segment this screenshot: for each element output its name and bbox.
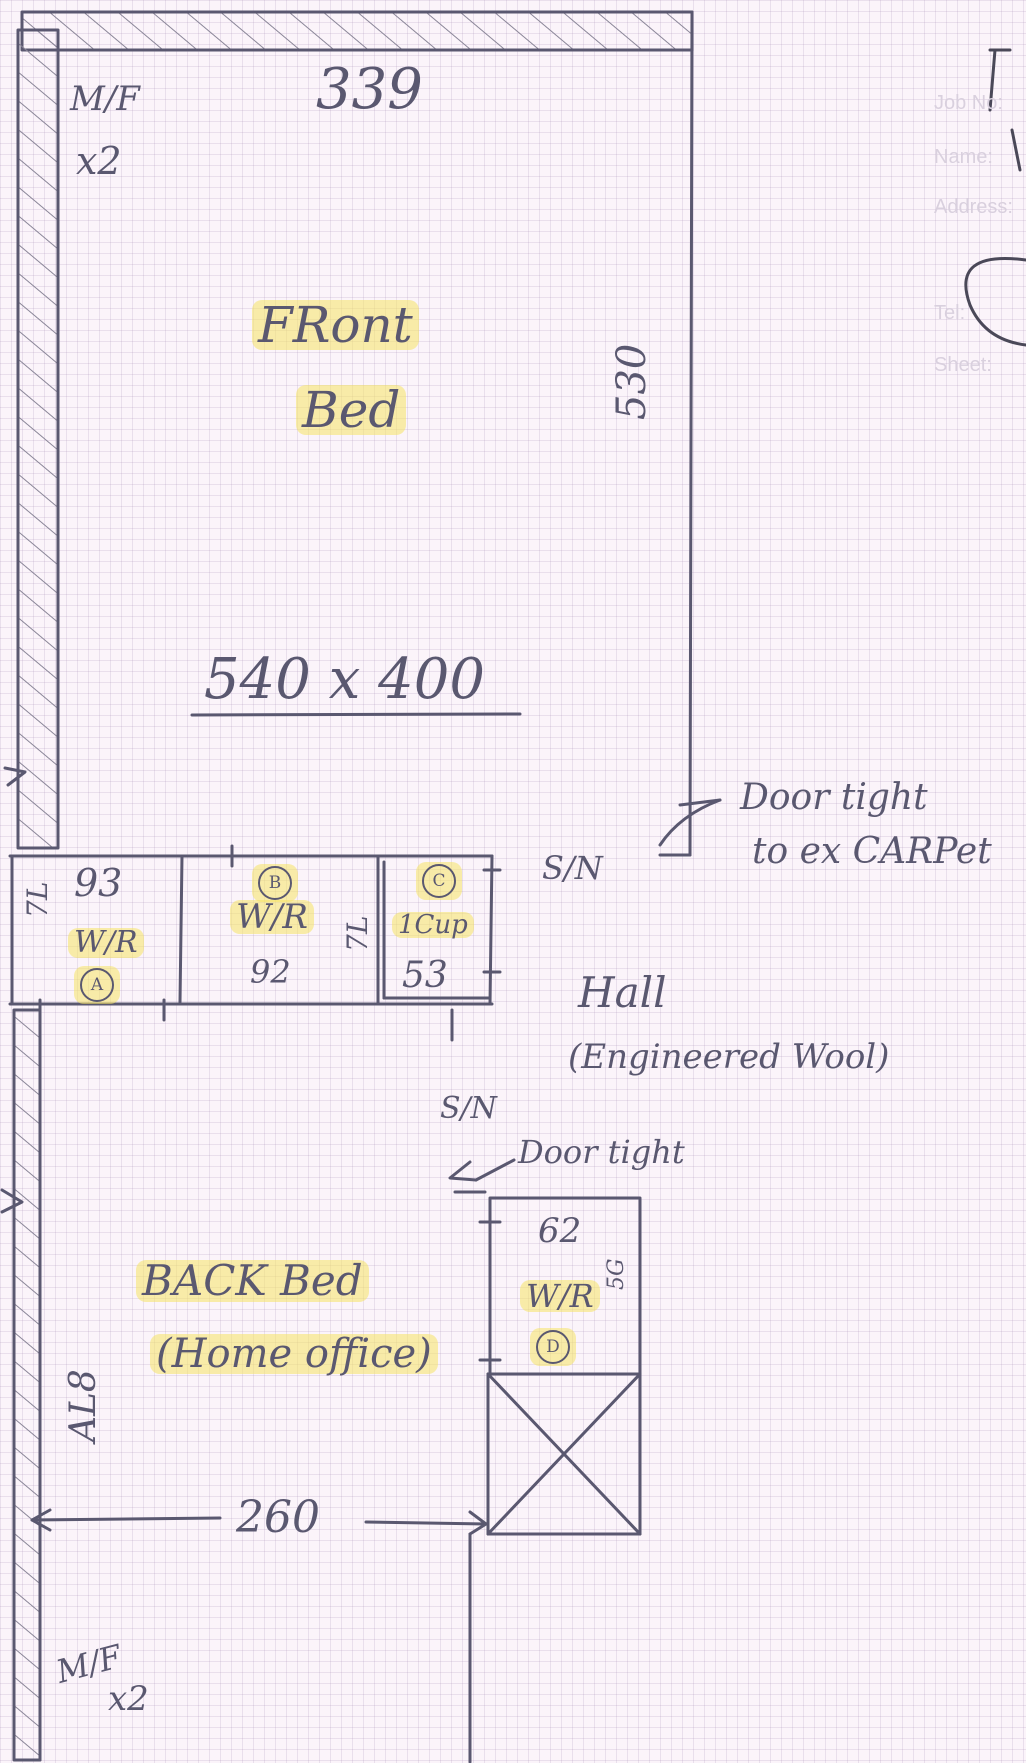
- door-leader-top: [678, 798, 722, 807]
- form-oval: [964, 257, 1026, 347]
- wr-a-id-text: A: [80, 968, 114, 1002]
- front-mf-count: x2: [76, 139, 122, 183]
- dim-260-right-head: [468, 1510, 488, 1536]
- left-arrow-bottom: [0, 1188, 24, 1214]
- wr-a-note: 7L: [21, 881, 54, 918]
- front-room-name-2: Bed: [296, 385, 407, 435]
- back-room-name-1: BACK Bed: [136, 1260, 369, 1302]
- back-left-wall: [12, 1008, 42, 1762]
- front-left-wall: [16, 28, 60, 850]
- front-width-dim: 339: [316, 57, 423, 122]
- wr-c-label: 1Cup: [392, 912, 474, 938]
- form-name: Name:: [934, 146, 993, 168]
- door-leader-mid: [474, 1158, 516, 1182]
- wr-c-id: C: [416, 862, 462, 900]
- wr-d-dim: 62: [538, 1211, 582, 1251]
- wr-d-id: D: [530, 1328, 576, 1366]
- front-height-dim: 530: [609, 343, 655, 420]
- wr-c-dim: 53: [402, 955, 448, 996]
- door-note-top-1: Door tight: [740, 777, 928, 818]
- wr-c-right: [488, 854, 494, 1006]
- sn-mid: S/N: [440, 1091, 497, 1126]
- form-tel: Tel:: [934, 302, 966, 324]
- size-underline: [190, 712, 522, 717]
- wr-b-dim: 92: [250, 953, 291, 991]
- back-side-dim: AL8: [63, 1369, 104, 1442]
- wr-b-id: B: [252, 864, 298, 902]
- door-note-top-2: to ex CARPet: [752, 831, 992, 872]
- front-top-wall: [20, 10, 694, 52]
- front-room-size: 540 x 400: [204, 647, 485, 712]
- wr-b-note: 7L: [341, 915, 374, 952]
- dim-260-right: [364, 1520, 488, 1526]
- form-job-no: Job No:: [934, 92, 1003, 114]
- back-width-dim: 260: [236, 1492, 320, 1543]
- left-arrow-top: [3, 766, 27, 787]
- wr-a-dim: 93: [74, 861, 123, 905]
- back-mf-count: x2: [108, 1679, 149, 1719]
- wr-a-id: A: [74, 966, 120, 1004]
- hall-note: (Engineered Wool): [568, 1037, 890, 1077]
- cross-line-2: [486, 1372, 642, 1536]
- form-letter-p: [988, 48, 1012, 112]
- sn-top: S/N: [542, 849, 603, 887]
- wr-b-label: W/R: [230, 900, 315, 934]
- back-room-name-2: (Home office): [150, 1334, 438, 1374]
- hall-label: Hall: [578, 968, 667, 1017]
- wr-d-note: 5G: [604, 1258, 629, 1290]
- wr-d-label: W/R: [520, 1280, 600, 1312]
- front-mf-note: M/F: [70, 79, 140, 119]
- crossed-box: [486, 1372, 642, 1536]
- form-sheet: Sheet:: [934, 354, 992, 376]
- front-right-wall: [688, 10, 694, 857]
- wr-a-right: [178, 854, 184, 1004]
- dim-260-left: [30, 1516, 222, 1522]
- door-swing-top: [658, 798, 722, 847]
- form-address: Address:: [934, 196, 1013, 218]
- form-letter-v: [1010, 128, 1022, 172]
- wr-b-id-text: B: [258, 866, 292, 900]
- dim-260-left-head: [30, 1508, 52, 1532]
- door-arrow-mid: [448, 1160, 478, 1182]
- front-room-name-1: FRont: [252, 300, 419, 350]
- door-note-mid: Door tight: [518, 1133, 685, 1171]
- wr-c-id-text: C: [422, 864, 456, 898]
- wr-d-id-text: D: [536, 1330, 570, 1364]
- wr-a-label: W/R: [68, 928, 144, 958]
